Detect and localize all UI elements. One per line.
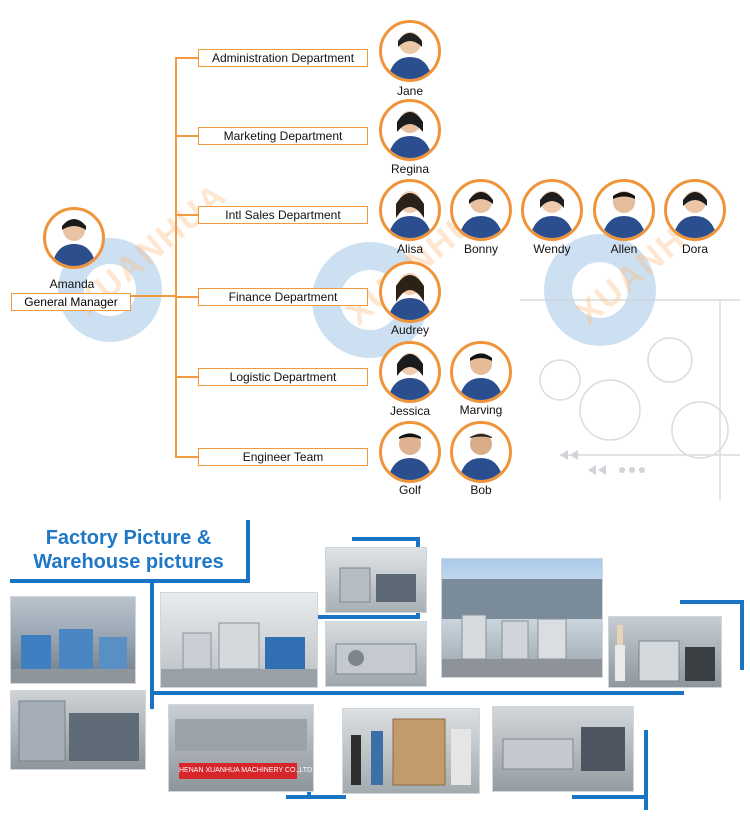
frame-line	[10, 579, 248, 583]
avatar	[379, 179, 441, 241]
person-name: Marving	[459, 403, 503, 417]
frame-line	[318, 615, 420, 619]
dept-finance: Finance Department	[198, 288, 368, 306]
connector-line	[175, 376, 199, 378]
person-name: Audrey	[390, 323, 430, 337]
factory-photo	[608, 616, 722, 688]
factory-photo	[10, 596, 136, 684]
arrow-decoration	[560, 450, 645, 475]
factory-photo	[10, 690, 146, 770]
frame-line	[680, 600, 744, 604]
person-name: Jessica	[389, 404, 430, 418]
frame-line	[352, 537, 418, 541]
factory-photo	[325, 547, 427, 613]
avatar	[450, 179, 512, 241]
person-name: Dora	[681, 242, 708, 256]
gear-icon	[579, 379, 641, 441]
avatar	[43, 207, 105, 269]
connector-line	[175, 214, 199, 216]
connector-line	[175, 456, 199, 458]
person-name: Jane	[396, 84, 424, 98]
connector-line	[175, 135, 199, 137]
person-name: Golf	[398, 483, 421, 497]
connector-line	[130, 295, 176, 297]
person-name: Regina	[390, 162, 430, 176]
avatar	[379, 341, 441, 403]
avatar	[664, 179, 726, 241]
frame-line	[286, 795, 346, 799]
factory-photo	[160, 592, 318, 688]
dept-marketing: Marketing Department	[198, 127, 368, 145]
frame-line	[740, 600, 744, 670]
factory-photo	[342, 708, 480, 794]
frame-line	[644, 730, 648, 810]
person-name: Bonny	[463, 242, 499, 256]
dept-intl-sales: Intl Sales Department	[198, 206, 368, 224]
avatar	[450, 421, 512, 483]
frame-line	[150, 691, 684, 695]
connector-trunk	[175, 57, 177, 457]
title-line-2: Warehouse pictures	[33, 551, 224, 573]
factory-photo: HENAN XUANHUA MACHINERY CO.,LTD	[168, 704, 314, 792]
connector-line	[175, 57, 199, 59]
factory-photo	[441, 558, 603, 678]
frame-line	[150, 579, 154, 709]
dept-logistic: Logistic Department	[198, 368, 368, 386]
avatar	[450, 341, 512, 403]
person-name: Amanda	[49, 277, 95, 291]
gear-icon	[671, 401, 729, 459]
dept-administration: Administration Department	[198, 49, 368, 67]
dept-engineer: Engineer Team	[198, 448, 368, 466]
gear-icon	[539, 359, 581, 401]
title-line-1: Factory Picture &	[45, 527, 212, 549]
factory-section-title: Factory Picture & Warehouse pictures	[16, 526, 241, 574]
frame-line	[572, 795, 648, 799]
avatar	[379, 421, 441, 483]
avatar	[521, 179, 583, 241]
person-name: Alisa	[396, 242, 423, 256]
person-name: Allen	[610, 242, 638, 256]
frame-line	[246, 520, 250, 583]
avatar	[379, 99, 441, 161]
gear-icon	[647, 337, 693, 383]
avatar	[593, 179, 655, 241]
factory-photo	[492, 706, 634, 792]
connector-line	[175, 296, 199, 298]
avatar	[379, 20, 441, 82]
person-name: Bob	[470, 483, 492, 497]
person-name: Wendy	[533, 242, 571, 256]
avatar	[379, 261, 441, 323]
factory-photo	[325, 621, 427, 687]
ceo-title: General Manager	[11, 293, 131, 311]
company-banner: HENAN XUANHUA MACHINERY CO.,LTD	[179, 767, 313, 774]
